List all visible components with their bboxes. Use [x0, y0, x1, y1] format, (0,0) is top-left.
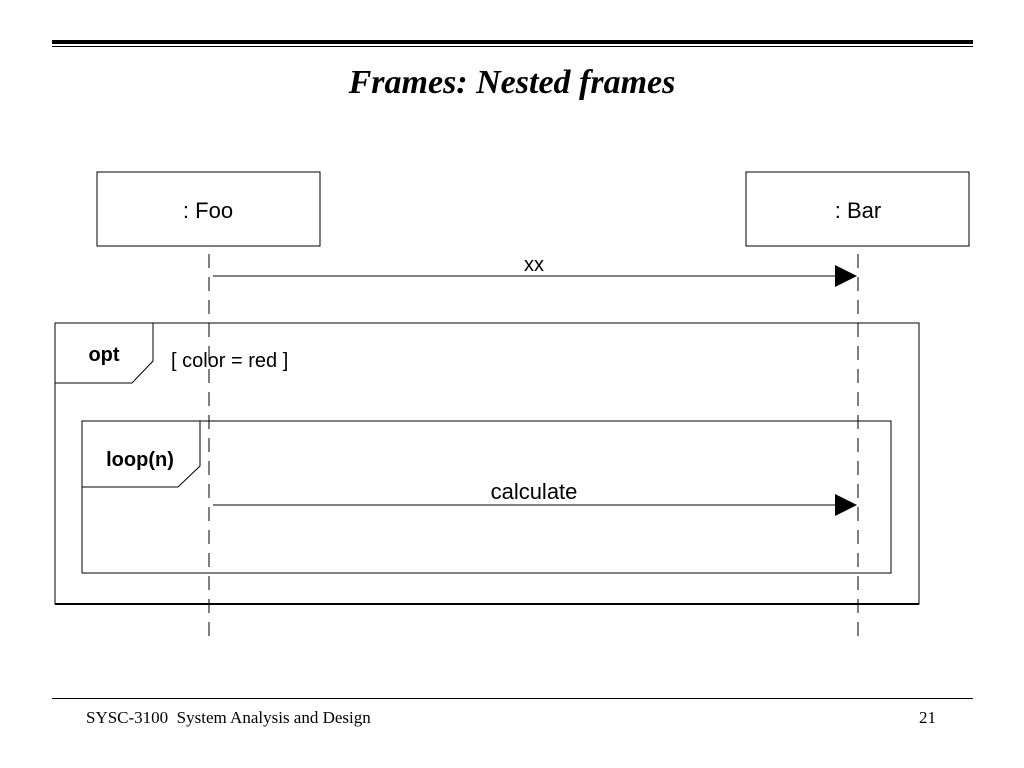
slide-title: Frames: Nested frames [348, 64, 676, 101]
opt-frame-tab [55, 322, 154, 384]
message-xx-label: xx [524, 254, 544, 276]
message-calculate: calculate [213, 479, 857, 516]
footer-course: SYSC-3100 System Analysis and Design [86, 708, 371, 727]
lifeline-foo-box [96, 171, 321, 247]
opt-frame-operator: opt [88, 344, 119, 366]
lifeline-bar: : Bar [745, 171, 970, 636]
loop-frame-tab [82, 420, 201, 488]
message-calculate-label: calculate [491, 479, 578, 504]
message-xx: xx [213, 254, 857, 287]
header-rule-thin [52, 46, 973, 47]
loop-frame-border [81, 420, 892, 574]
footer-rule [52, 698, 973, 699]
header-rule-thick [52, 40, 973, 44]
opt-frame: opt [ color = red ] [54, 322, 920, 605]
lifeline-foo-label: : Foo [183, 198, 233, 223]
loop-frame-operator: loop(n) [106, 449, 174, 471]
opt-frame-guard: [ color = red ] [171, 350, 288, 372]
lifeline-foo: : Foo [96, 171, 321, 636]
lifeline-bar-label: : Bar [835, 198, 881, 223]
loop-frame: loop(n) [81, 420, 892, 574]
footer-page-number: 21 [919, 708, 936, 727]
lifeline-bar-box [745, 171, 970, 247]
